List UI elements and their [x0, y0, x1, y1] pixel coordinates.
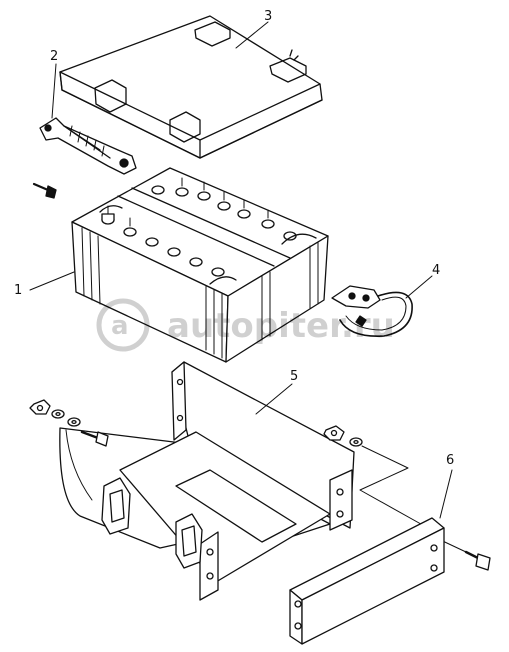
callout-4: 4 [432, 263, 441, 278]
nut-icon [323, 425, 345, 441]
cable-part-4 [331, 285, 413, 337]
callout-5: 5 [290, 369, 299, 384]
washer-icon [349, 437, 363, 447]
terminal-strap-part-2 [39, 117, 137, 175]
battery-part-1 [71, 167, 329, 363]
tray-part-5 [59, 361, 355, 601]
bolt-icon [80, 430, 109, 447]
washer-icon [51, 409, 81, 427]
clamp-bar-part-6 [289, 517, 445, 645]
battery-cover-part-3 [59, 15, 323, 159]
callout-2: 2 [50, 49, 59, 64]
callout-3: 3 [264, 9, 273, 24]
nut-icon [29, 399, 51, 415]
callout-1: 1 [14, 283, 23, 298]
leader-lines [29, 21, 453, 519]
bolt-icon [464, 550, 491, 571]
bolt-icon [32, 182, 57, 199]
callout-6: 6 [446, 453, 455, 468]
